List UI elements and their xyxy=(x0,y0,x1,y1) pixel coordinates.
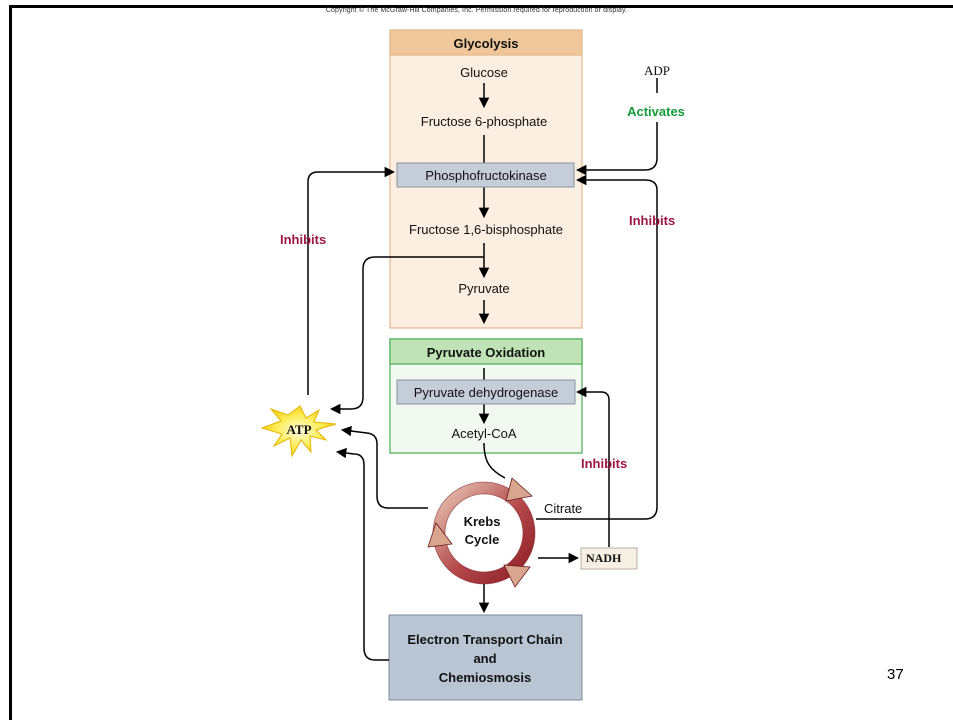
krebs-label-line1: Krebs xyxy=(463,514,501,529)
krebs-cycle-arrowhead-right xyxy=(503,564,531,588)
etc-label-line3: Chemiosmosis xyxy=(438,670,532,685)
pyruvate-oxidation-title: Pyruvate Oxidation xyxy=(426,345,546,360)
krebs-label-line2: Cycle xyxy=(464,532,500,547)
krebs-cycle-arrowhead-left xyxy=(427,522,453,548)
phosphofructokinase-box xyxy=(396,162,575,188)
slide-border xyxy=(9,5,953,720)
citrate-label: Citrate xyxy=(544,501,583,516)
line-acetylcoa-to-krebs xyxy=(483,442,506,479)
krebs-cycle-arrowhead-top xyxy=(505,477,533,502)
glycolysis-header xyxy=(389,29,583,56)
fructose-1-6-bisphosphate-label: Fructose 1,6-bisphosphate xyxy=(409,222,563,237)
arrow-citrate-inhibits-pfk xyxy=(536,174,658,520)
glucose-label: Glucose xyxy=(460,65,508,80)
pyruvate-dehydrogenase-label: Pyruvate dehydrogenase xyxy=(413,385,559,400)
krebs-cycle-ring-inner xyxy=(444,493,524,573)
activates-label: Activates xyxy=(627,104,685,119)
pyruvate-dehydrogenase-box xyxy=(396,379,576,405)
nadh-label: NADH xyxy=(586,551,622,565)
atp-burst xyxy=(260,405,337,458)
arrow-atp-inhibits-pfk xyxy=(307,166,396,395)
glycolysis-title: Glycolysis xyxy=(453,36,519,51)
pyruvate-oxidation-header xyxy=(389,338,583,365)
arrow-glycolysis-atp xyxy=(329,256,484,415)
inhibits-atp-label: Inhibits xyxy=(280,232,327,247)
fructose-6-phosphate-label: Fructose 6-phosphate xyxy=(420,114,548,129)
pyruvate-label: Pyruvate xyxy=(458,281,510,296)
inhibits-citrate-label: Inhibits xyxy=(629,213,676,228)
phosphofructokinase-label: Phosphofructokinase xyxy=(425,168,547,183)
etc-box xyxy=(388,614,583,701)
arrow-adp-activates-pfk xyxy=(578,78,658,170)
arrow-krebs-atp xyxy=(340,425,428,509)
acetyl-coa-label: Acetyl-CoA xyxy=(451,426,517,441)
arrow-etc-atp xyxy=(335,447,389,661)
atp-label: ATP xyxy=(286,422,312,437)
etc-label-line2: and xyxy=(473,651,497,666)
inhibits-nadh-label: Inhibits xyxy=(581,456,628,471)
etc-label-line1: Electron Transport Chain xyxy=(407,632,563,647)
copyright-notice: Copyright © The McGraw-Hill Companies, I… xyxy=(325,7,628,14)
nadh-box xyxy=(580,547,638,570)
adp-label: ADP xyxy=(643,63,671,78)
page-number: 37 xyxy=(887,666,904,683)
arrow-nadh-inhibits-pdh xyxy=(575,386,610,547)
